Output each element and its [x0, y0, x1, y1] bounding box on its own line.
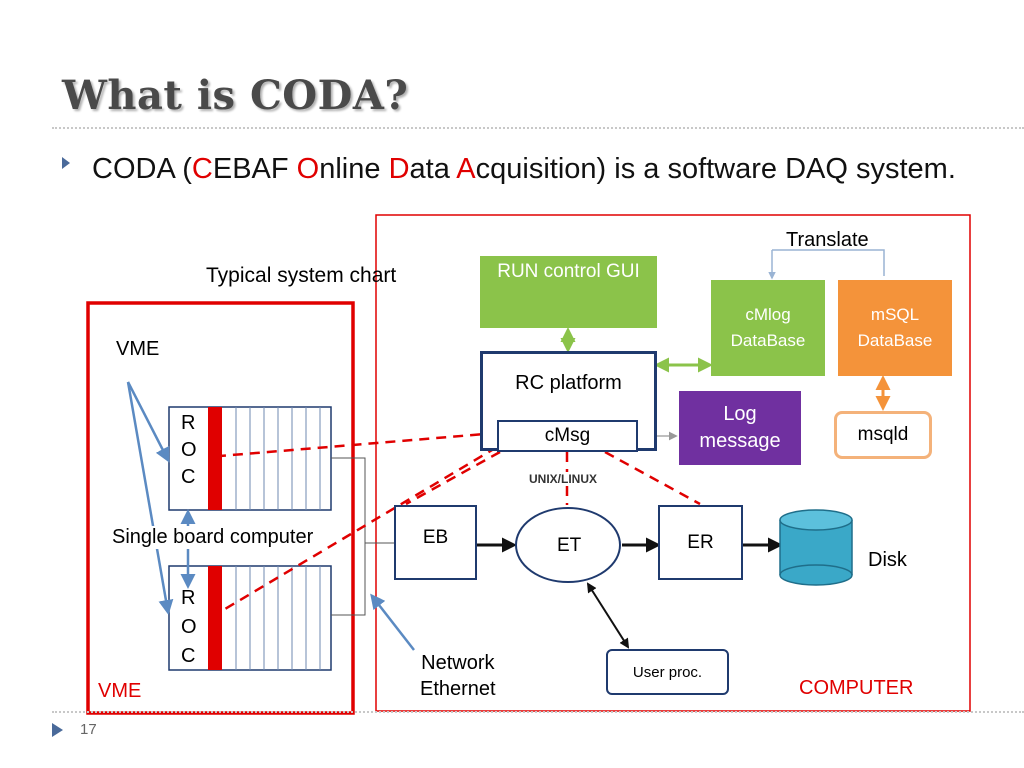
bullet-a-letter: A: [456, 153, 476, 185]
roc-crate-bottom: [168, 565, 332, 671]
log-message-box: Log message: [679, 391, 801, 465]
vme-arrow-top: [126, 381, 170, 463]
footer-arrow-icon: [52, 723, 63, 737]
roc-bottom-letters: R O C: [181, 584, 197, 671]
user-proc-box: User proc.: [606, 649, 729, 695]
eb-box: EB: [394, 505, 477, 580]
network-arrow: [370, 593, 415, 651]
bullet-o-letter: O: [296, 153, 320, 185]
bullet-o-rest: nline: [319, 153, 389, 185]
msql-database-box: mSQL DataBase: [838, 280, 952, 376]
translate-line: [772, 249, 885, 276]
msqld-box: msqld: [834, 411, 932, 459]
roc-top-o: O: [181, 439, 197, 461]
et-ellipse: [515, 507, 621, 583]
footer-divider: [52, 711, 1024, 713]
bullet-arrow-icon: [62, 157, 70, 169]
er-box: ER: [658, 505, 743, 580]
translate-label: Translate: [786, 229, 869, 251]
vme-arrow-bottom: [126, 381, 174, 615]
computer-label: COMPUTER: [799, 677, 914, 699]
network-label-line1: Network: [421, 652, 495, 674]
roc-bottom-o: O: [181, 616, 197, 638]
network-bus: [331, 457, 366, 616]
single-board-label: Single board computer: [110, 526, 316, 549]
disk-label: Disk: [868, 549, 907, 571]
roc-crate-top: [168, 406, 332, 511]
roc-top-c: C: [181, 466, 196, 488]
network-label-line2: Ethernet: [420, 678, 496, 700]
page-number: 17: [80, 721, 97, 738]
cmlog-database-box: cMlog DataBase: [711, 280, 825, 376]
roc-bottom-c: C: [181, 645, 196, 667]
roc-bottom-r: R: [181, 587, 196, 609]
et-label: ET: [557, 535, 582, 556]
unix-linux-label: UNIX/LINUX: [527, 472, 600, 486]
vme-bottom-label: VME: [98, 680, 142, 702]
et-userproc-arrow: [586, 582, 630, 649]
bullet-prefix: CODA (: [92, 153, 192, 185]
title-divider: [52, 127, 1024, 129]
run-control-gui-box: RUN control GUI: [480, 256, 657, 328]
cmsg-control-lines: [219, 431, 701, 614]
bullet-text: CODA (CEBAF Online Data Acquisition) is …: [92, 148, 972, 190]
vme-frame: [86, 301, 355, 715]
diagram-caption: Typical system chart: [206, 264, 397, 287]
disk-cylinder: [779, 509, 853, 586]
vme-top-label: VME: [116, 338, 160, 360]
network-label: Network Ethernet: [420, 650, 496, 702]
roc-top-letters: R O C: [181, 410, 197, 491]
roc-top-r: R: [181, 412, 196, 434]
slide-title: What is CODA?: [62, 72, 409, 119]
bullet-d-letter: D: [388, 153, 410, 185]
bullet-d-rest: ata: [409, 153, 457, 185]
bullet-c-letter: C: [191, 153, 213, 185]
bullet-a-rest: cquisition) is a software DAQ system.: [475, 153, 956, 185]
cmsg-box: cMsg: [497, 420, 638, 452]
bullet-c-rest: EBAF: [212, 153, 297, 185]
